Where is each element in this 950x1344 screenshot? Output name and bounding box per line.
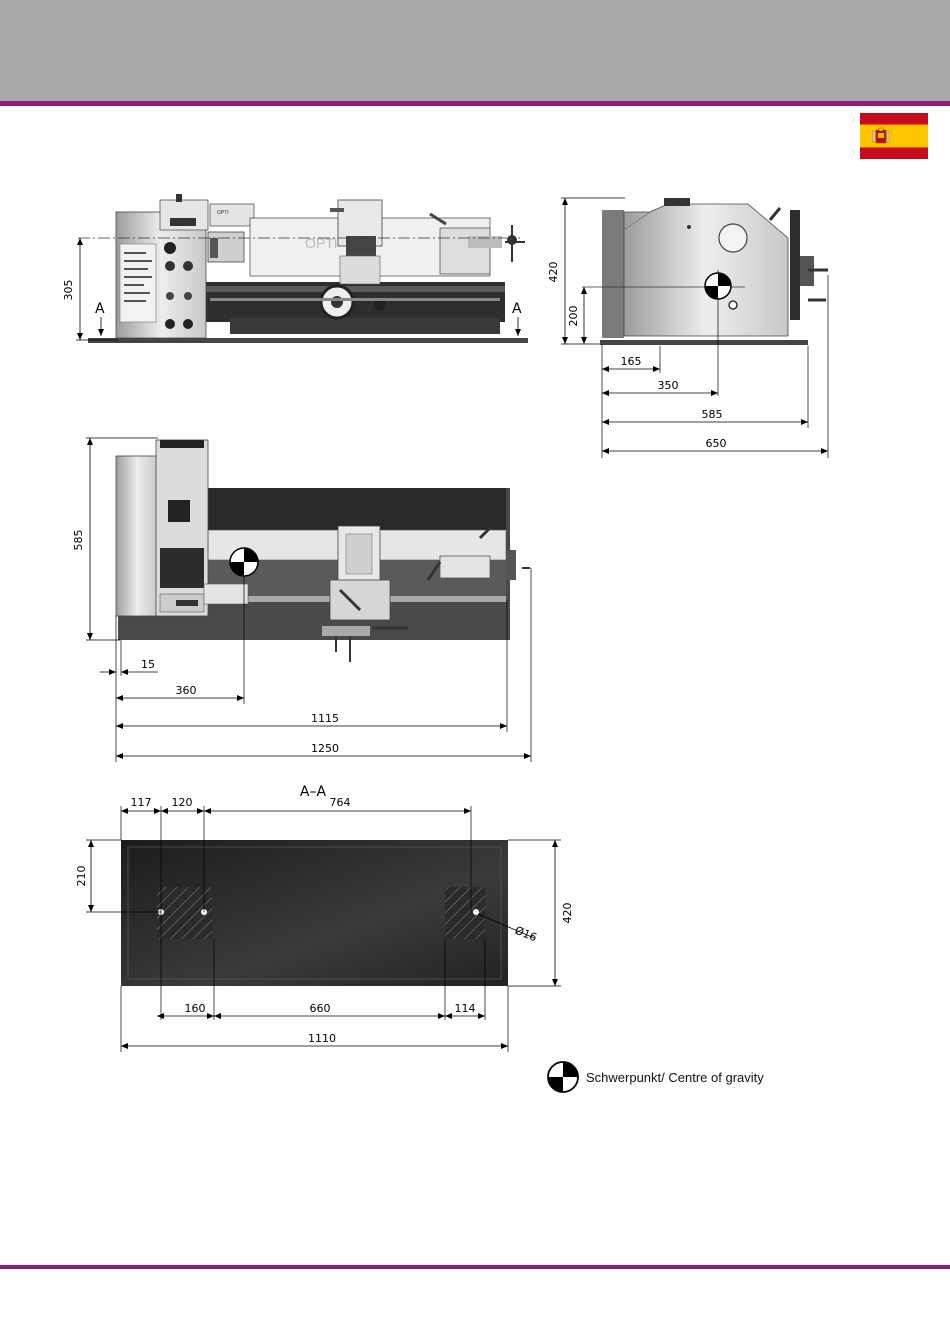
dim-section-210: 210	[75, 866, 88, 887]
section-view: A–A 117 120 764 210 420 Ø16	[75, 784, 574, 1052]
dim-front-height: 305	[62, 280, 75, 301]
dim-section-420: 420	[561, 903, 574, 924]
dim-section-114: 114	[455, 1002, 476, 1015]
dim-side-650: 650	[706, 437, 727, 450]
top-view: 585 15 360 1115 1250	[72, 438, 531, 762]
dim-side-center-height: 200	[567, 306, 580, 327]
dim-section-120: 120	[172, 796, 193, 809]
dim-section-117: 117	[131, 796, 152, 809]
section-title: A–A	[300, 784, 327, 800]
section-mark-right: A	[512, 301, 522, 317]
dim-top-1115: 1115	[311, 712, 339, 725]
side-view: 420 200 165 350 585 650	[547, 198, 828, 458]
dim-top-15: 15	[141, 658, 155, 671]
dim-section-1110: 1110	[308, 1032, 336, 1045]
top-centre-of-gravity-icon	[230, 548, 258, 576]
centre-of-gravity-icon	[546, 1060, 580, 1094]
dim-top-1250: 1250	[311, 742, 339, 755]
front-view: OPTI OPTI 305 A A	[62, 194, 528, 343]
centre-of-gravity-legend: Schwerpunkt/ Centre of gravity	[546, 1060, 764, 1094]
dim-section-764: 764	[330, 796, 351, 809]
footer-accent-line	[0, 1265, 950, 1269]
dim-side-165: 165	[621, 355, 642, 368]
dim-top-depth: 585	[72, 530, 85, 551]
dim-side-total-height: 420	[547, 262, 560, 283]
dim-side-585: 585	[702, 408, 723, 421]
dim-top-360: 360	[176, 684, 197, 697]
section-mark-left: A	[95, 301, 105, 317]
dim-section-diameter: Ø16	[513, 924, 539, 945]
legend-label: Schwerpunkt/ Centre of gravity	[586, 1070, 764, 1085]
dim-section-160: 160	[185, 1002, 206, 1015]
front-brand-text: OPTI	[217, 210, 229, 216]
side-centre-of-gravity-icon	[705, 273, 731, 299]
bed-brand-text: OPTI	[305, 235, 338, 251]
dim-side-350: 350	[658, 379, 679, 392]
dim-section-660: 660	[310, 1002, 331, 1015]
